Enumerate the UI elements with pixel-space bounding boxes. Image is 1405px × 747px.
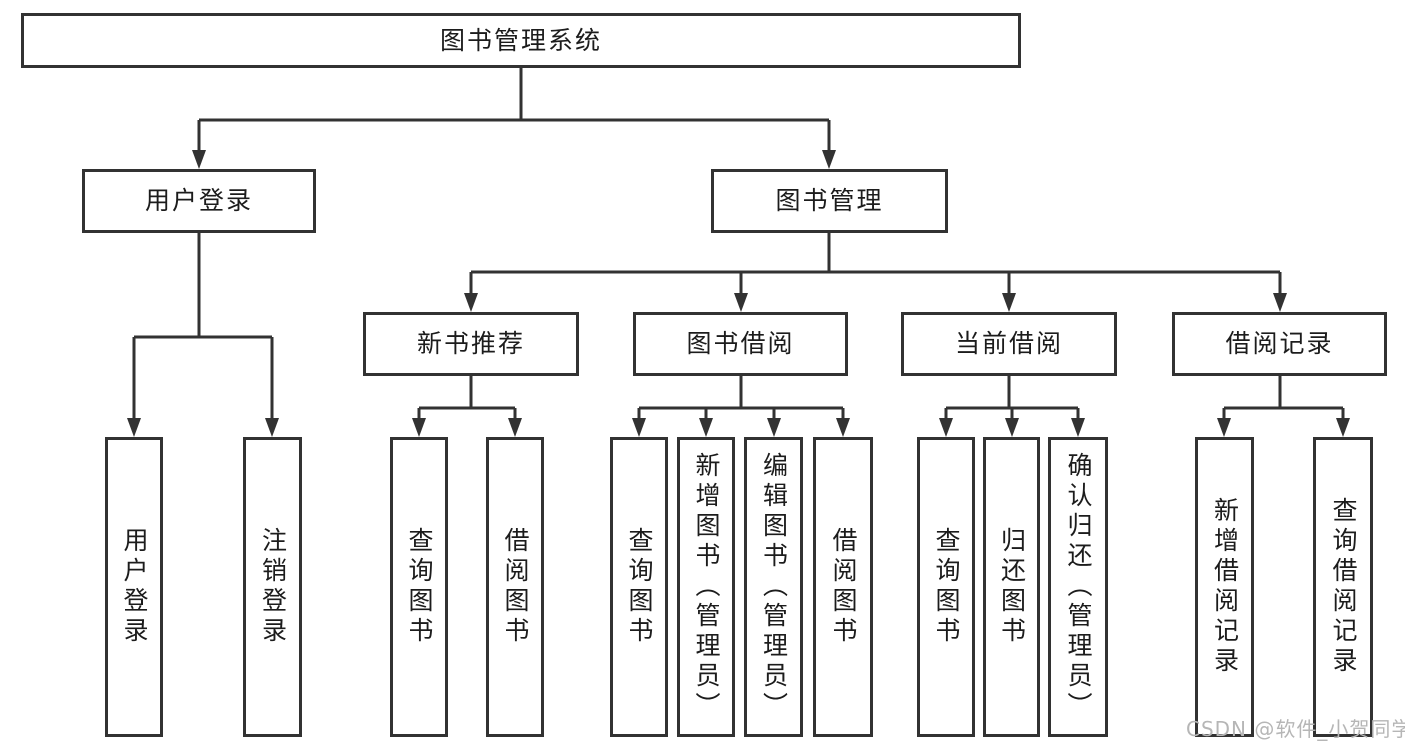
leaf-cb-return-books: 归还图书 [983, 437, 1040, 737]
leaf-bb-query-books: 查询图书 [610, 437, 668, 737]
leaf-logout: 注销登录 [243, 437, 302, 737]
leaf-nb-borrow-books: 借阅图书 [486, 437, 544, 737]
node-user-login: 用户登录 [82, 169, 316, 233]
csdn-watermark: CSDN @软件_小贺同学 [1186, 717, 1405, 741]
leaf-bb-borrow-books: 借阅图书 [813, 437, 873, 737]
node-new-book-recommend: 新书推荐 [363, 312, 579, 376]
node-library-management-system: 图书管理系统 [21, 13, 1021, 68]
leaf-cb-confirm-return-admin: 确认归还（管理员） [1048, 437, 1108, 737]
leaf-br-add-record: 新增借阅记录 [1195, 437, 1254, 737]
node-current-borrow: 当前借阅 [901, 312, 1117, 376]
node-book-borrow: 图书借阅 [633, 312, 848, 376]
node-book-management: 图书管理 [711, 169, 948, 233]
leaf-bb-add-book-admin: 新增图书（管理员） [677, 437, 735, 737]
node-borrow-records: 借阅记录 [1172, 312, 1387, 376]
leaf-br-query-record: 查询借阅记录 [1313, 437, 1373, 737]
leaf-user-login: 用户登录 [105, 437, 163, 737]
leaf-nb-query-books: 查询图书 [390, 437, 448, 737]
leaf-cb-query-books: 查询图书 [917, 437, 975, 737]
leaf-bb-edit-book-admin: 编辑图书（管理员） [744, 437, 803, 737]
